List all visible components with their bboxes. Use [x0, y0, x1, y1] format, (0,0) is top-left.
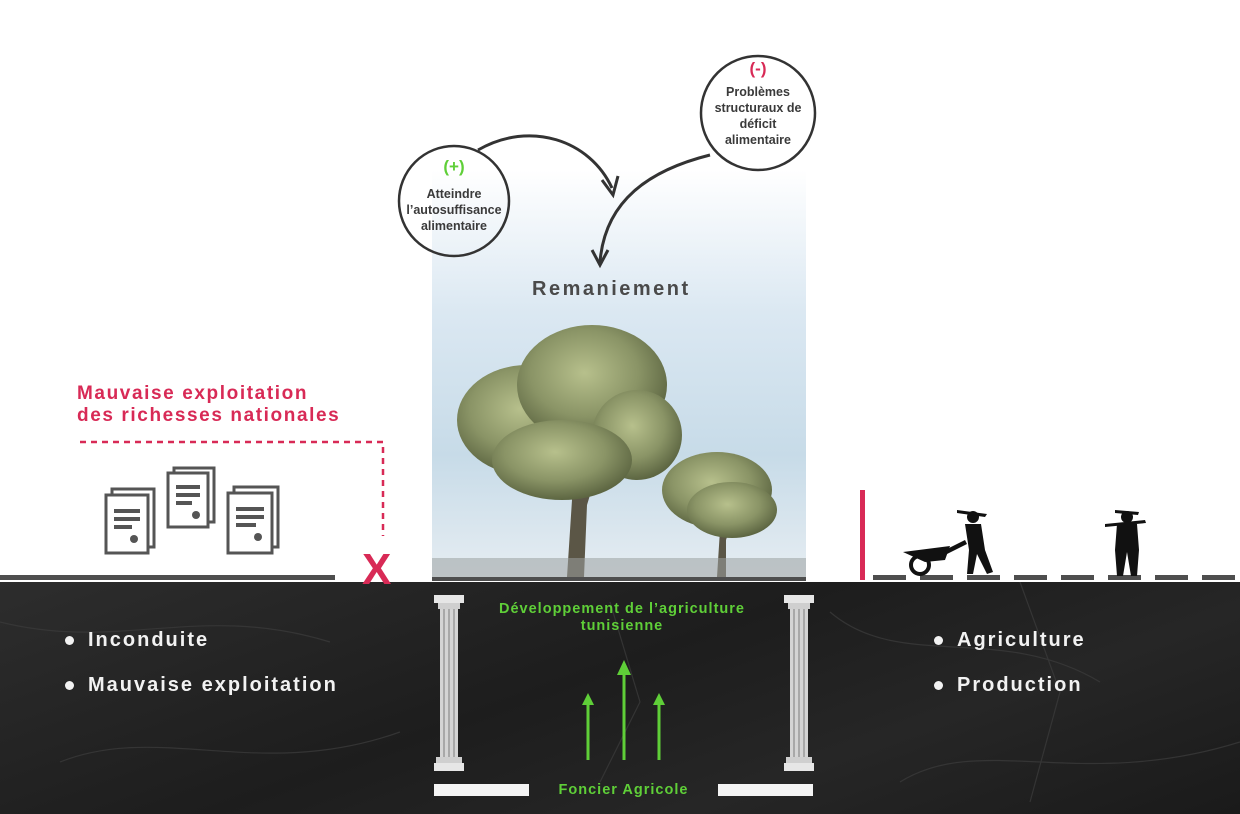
list-item-label: Agriculture [957, 629, 1086, 652]
negative-sign: (-) [697, 58, 819, 80]
negative-line: alimentaire [697, 132, 819, 148]
farmer-silhouettes [895, 500, 1155, 580]
document-icon [228, 487, 278, 553]
positive-sign: (+) [395, 156, 513, 178]
arrow-up-icon [582, 693, 594, 705]
right-bullet-list: Agriculture Production [934, 628, 1086, 697]
left-heading: Mauvaise exploitation des richesses nati… [77, 383, 340, 427]
list-item: Inconduite [65, 628, 338, 652]
cross-mark: X [362, 548, 391, 592]
pillar-top-line: Développement de l’agriculture [460, 601, 784, 618]
positive-line: l’autosuffisance [395, 202, 513, 218]
pillar-base-label: Foncier Agricole [529, 782, 718, 799]
pillar-top-label: Développement de l’agriculture tunisienn… [460, 601, 784, 635]
positive-line: Atteindre [395, 186, 513, 202]
ground-dash [1155, 575, 1188, 580]
left-heading-line: des richesses nationales [77, 405, 340, 427]
left-bullet-list: Inconduite Mauvaise exploitation [65, 628, 338, 697]
document-icons [98, 465, 288, 560]
growth-arrows [570, 655, 670, 765]
ground-dash [1202, 575, 1235, 580]
list-item: Production [934, 673, 1086, 697]
negative-circle: (-) Problèmes structuraux de déficit ali… [697, 52, 819, 174]
base-bar-right [718, 784, 813, 796]
list-item: Mauvaise exploitation [65, 673, 338, 697]
list-item-label: Inconduite [88, 629, 209, 652]
ground-line-left [0, 575, 335, 580]
document-icon [168, 468, 214, 527]
right-column-icon [784, 595, 814, 771]
pillar-top-line: tunisienne [460, 618, 784, 635]
list-item-label: Production [957, 674, 1083, 697]
positive-line: alimentaire [395, 218, 513, 234]
arrow-up-icon [653, 693, 665, 705]
positive-circle: (+) Atteindre l’autosuffisance alimentai… [395, 142, 513, 260]
list-item-label: Mauvaise exploitation [88, 674, 338, 697]
wheelbarrow-farmer-icon [903, 510, 993, 574]
hoe-farmer-icon [1105, 510, 1146, 576]
list-item: Agriculture [934, 628, 1086, 652]
base-bar-left [434, 784, 529, 796]
arrow-up-icon [617, 660, 631, 675]
document-icon [106, 489, 154, 553]
left-heading-line: Mauvaise exploitation [77, 383, 340, 405]
ground-line-middle [432, 577, 806, 581]
negative-line: déficit [697, 116, 819, 132]
arrows [0, 0, 1240, 300]
red-marker-bar [860, 490, 865, 580]
negative-line: structuraux de [697, 100, 819, 116]
negative-line: Problèmes [697, 84, 819, 100]
